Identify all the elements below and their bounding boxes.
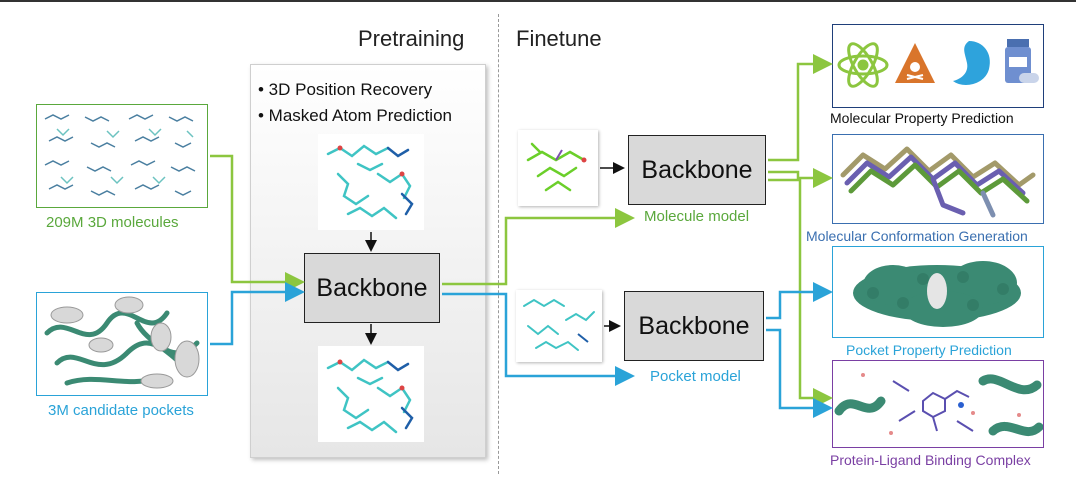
pocket-model-label: Pocket model [650, 368, 741, 385]
pockets-dataset-graphic [44, 296, 200, 389]
pretraining-header: Pretraining [358, 26, 465, 51]
pill-bottle-icon [1005, 39, 1039, 83]
pretraining-backbone-label: Backbone [316, 273, 428, 302]
task-conformation-label: Molecular Conformation Generation [806, 228, 1028, 244]
task-property-label: Molecular Property Prediction [830, 110, 1014, 126]
molecule-finetune-backbone: Backbone [628, 135, 766, 205]
molecule-model-label: Molecule model [644, 208, 750, 225]
top-rule [0, 0, 1076, 2]
molecules-dataset-label: 209M 3D molecules [46, 214, 179, 231]
molecules-dataset-graphic [44, 114, 196, 196]
pretrain-output-structure-image [318, 346, 424, 442]
conformation-graphic [840, 146, 1036, 218]
stomach-icon [953, 41, 990, 85]
binding-complex-image [832, 360, 1044, 448]
atom-icon [837, 42, 889, 88]
pretrain-output-structure-graphic [326, 358, 414, 434]
finetune-pocket-graphic [523, 298, 595, 351]
pocket-surface-graphic [853, 261, 1021, 327]
pocket-backbone-label: Backbone [638, 311, 750, 340]
finetune-pocket-image [516, 290, 602, 362]
pocket-finetune-backbone: Backbone [624, 291, 764, 361]
pretrain-input-structure-graphic [326, 144, 414, 220]
task-binding-label: Protein-Ligand Binding Complex [830, 452, 1031, 468]
task-position-recovery: • 3D Position Recovery [258, 80, 433, 99]
property-prediction-image [832, 24, 1044, 108]
pretraining-backbone: Backbone [304, 253, 440, 323]
pocket-property-image [832, 246, 1044, 338]
section-divider [498, 14, 499, 474]
task-pocket-property-label: Pocket Property Prediction [846, 342, 1012, 358]
finetune-molecule-graphic [526, 142, 587, 192]
toxicity-warning-icon [895, 43, 935, 83]
finetune-header: Finetune [516, 26, 602, 51]
molecule-backbone-label: Backbone [641, 155, 753, 184]
pockets-dataset-image [36, 292, 208, 396]
binding-complex-graphic [834, 373, 1043, 437]
pockets-dataset-label: 3M candidate pockets [48, 402, 194, 419]
property-icons-graphic [837, 39, 1039, 88]
conformation-generation-image [832, 134, 1044, 224]
task-masked-atom: • Masked Atom Prediction [258, 106, 452, 125]
finetune-molecule-image [518, 130, 598, 206]
molecules-dataset-image [36, 104, 208, 208]
pretrain-input-structure-image [318, 134, 424, 230]
